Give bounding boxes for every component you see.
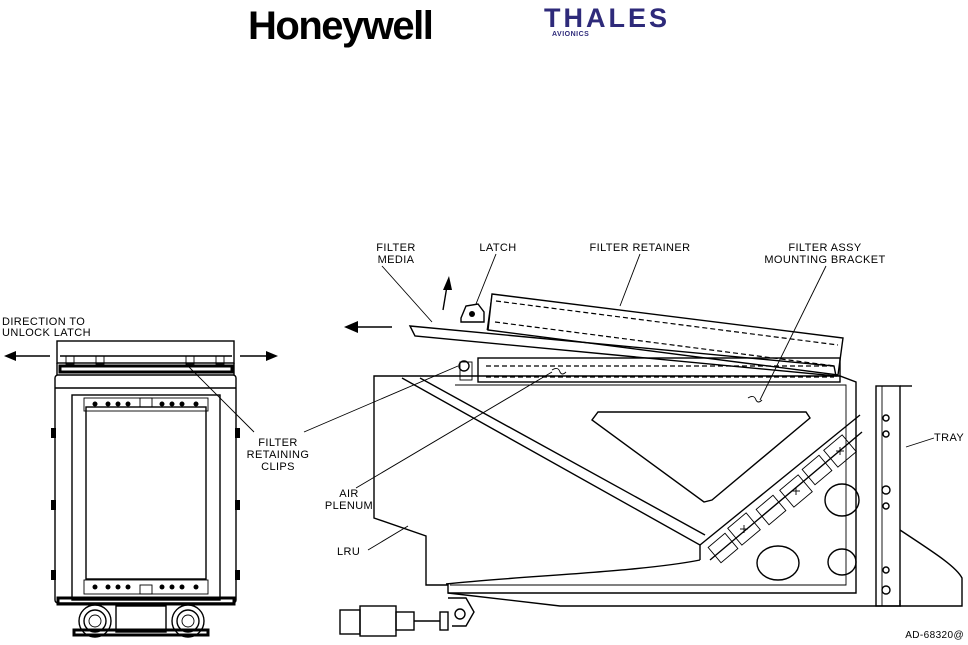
filter-media-label-line1: FILTER <box>366 242 426 254</box>
retaining-clips-label-line3: CLIPS <box>238 461 318 473</box>
direction-label-line2: UNLOCK LATCH <box>2 327 91 339</box>
latch-label: LATCH <box>468 242 528 254</box>
mounting-bracket-label-line1: FILTER ASSY <box>760 242 890 254</box>
retaining-clips-label-line2: RETAINING <box>238 449 318 461</box>
tray-label: TRAY <box>934 432 964 444</box>
filter-media-label-line2: MEDIA <box>366 254 426 266</box>
air-plenum-label-line2: PLENUM <box>316 500 382 512</box>
air-plenum-label-line1: AIR <box>316 488 382 500</box>
figure-id: AD-68320@ <box>880 630 964 642</box>
lru-label: LRU <box>337 546 360 558</box>
retaining-clips-label-line1: FILTER <box>238 437 318 449</box>
leader-lines <box>186 254 934 550</box>
lru-front-view <box>4 341 278 637</box>
filter-retainer-label: FILTER RETAINER <box>575 242 705 254</box>
mounting-bracket-label-line2: MOUNTING BRACKET <box>760 254 890 266</box>
